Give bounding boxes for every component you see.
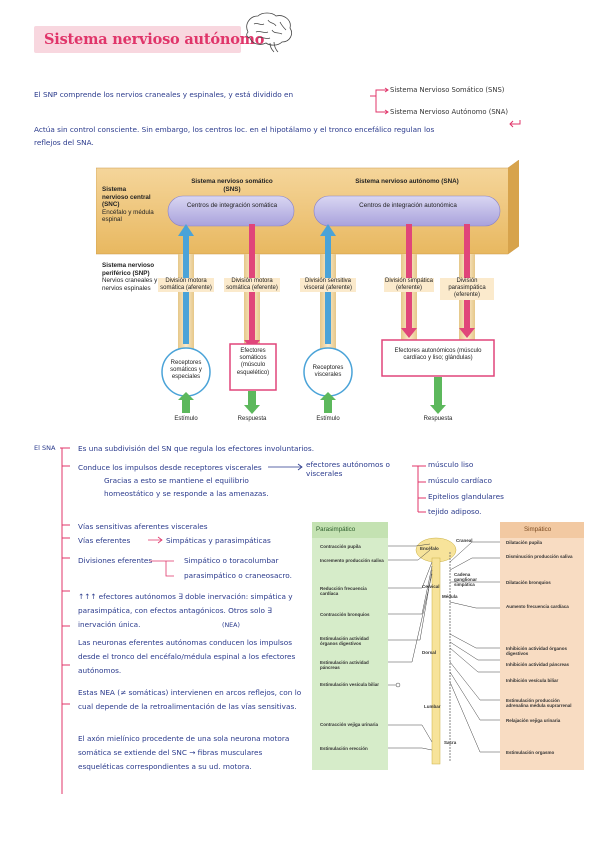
region-4: Lumbar (424, 704, 441, 709)
note-2c: Gracias a esto se mantiene el equilibrio (104, 476, 249, 485)
sim-item-3: Aumento frecuencia cardíaca (506, 604, 569, 609)
brain-icon (246, 12, 292, 53)
effector-1: músculo cardíaco (428, 476, 492, 485)
note-3: Vías sensitivas aferentes viscerales (78, 522, 208, 531)
sim-item-9: Estimulación orgasmo (506, 750, 555, 755)
para-item-6: Estimulación vesícula biliar (320, 682, 380, 687)
note-2d: homeostático y se responde a las amenaza… (104, 489, 269, 498)
ans-diagram: Parasimpático Simpático Encéfalo Cadena … (312, 522, 584, 770)
effector-0: músculo liso (428, 460, 474, 469)
intro-line-1: El SNP comprende los nervios craneales y… (34, 90, 294, 99)
branch-bracket (370, 87, 389, 115)
para-item-3: Contracción bronquios (320, 612, 370, 617)
branch-sna: Sistema Nervioso Autónomo (SNA) (390, 108, 509, 116)
box-rec-visc: Receptores viscerales (312, 365, 344, 379)
box-rec-som: Receptores somáticos y especiales (170, 360, 202, 381)
sim-item-7: Estimulación producción adrenalina médul… (506, 698, 572, 709)
sim-item-0: Dilatación pupila (506, 540, 543, 545)
sim-title: Simpático (524, 526, 552, 533)
bottom-label-1: Respuesta (237, 416, 267, 422)
sim-item-5: Inhibición actividad páncreas (506, 662, 570, 667)
note-2b: efectores autónomos o viscerales (306, 460, 391, 479)
bottom-label-3: Respuesta (423, 416, 453, 422)
branch-sns: Sistema Nervioso Somático (SNS) (390, 86, 505, 94)
arrow-right-icon (148, 536, 163, 544)
note-2a: Conduce los impulsos desde receptores vi… (78, 463, 262, 472)
note-6: ↑↑↑ efectores autónomos ∃ doble inervaci… (78, 592, 293, 629)
bottom-label-2: Estímulo (316, 416, 340, 422)
note-1: Es una subdivisión del SN que regula los… (78, 444, 315, 453)
para-item-8: Estimulación erección (320, 746, 368, 751)
tube-label-4: División parasimpática (eferente) (440, 278, 494, 300)
para-item-4: Estimulación actividad órganos digestivo… (320, 636, 369, 647)
sim-item-4: Inhibición actividad órganos digestivos (506, 646, 568, 657)
region-3: Dorsal (422, 650, 437, 655)
region-2: Médula (442, 594, 458, 599)
note-4b: Simpáticas y parasimpáticas (166, 536, 271, 545)
sna-center: Centros de integración autonómica (359, 202, 457, 209)
tube-label-2: División sensitiva visceral (aferente) (300, 278, 356, 293)
para-item-1: Incremento producción saliva (320, 558, 384, 563)
nervous-system-diagram: Sistema nervioso central (SNC)Encéfalo y… (96, 160, 519, 428)
notes-bracket (60, 447, 70, 794)
effectors-bracket (412, 465, 426, 513)
sim-item-2: Dilatación bronquios (506, 580, 551, 585)
snc-label: Sistema nervioso central (SNC)Encéfalo y… (102, 186, 154, 224)
para-item-0: Contracción pupila (320, 544, 361, 549)
bottom-label-0: Estímulo (174, 416, 198, 422)
note-5a: Divisiones eferentes (78, 556, 153, 565)
tube-label-0: División motora somática (aferente) (158, 278, 214, 293)
encefalo-label: Encéfalo (420, 546, 439, 551)
region-0: Craneal (456, 538, 473, 543)
title-highlight (34, 26, 241, 53)
sna-title: Sistema nervioso autónomo (SNA) (355, 178, 459, 185)
effector-2: Epitelios glandulares (428, 492, 504, 501)
page-title: Sistema nervioso autónomo (44, 31, 265, 48)
region-5: Sacra (444, 740, 457, 745)
note-9: El axón mielínico procedente de una sola… (78, 734, 290, 771)
tube-label-3: División simpática (eferente) (384, 278, 434, 293)
note-7: Las neuronas eferentes autónomas conduce… (78, 638, 296, 675)
intro-line-2: Actúa sin control consciente. Sin embarg… (34, 125, 435, 134)
note-8: Estas NEA (≠ somáticas) intervienen en a… (78, 688, 302, 711)
sna-label: El SNA (34, 444, 56, 452)
intro-line-3: reflejos del SNA. (34, 138, 94, 147)
arrow-right-icon (268, 463, 303, 471)
note-5b: Simpático o toracolumbar (184, 556, 279, 565)
para-item-5: Estimulación actividad páncreas (320, 660, 369, 671)
note-4a: Vías eferentes (78, 536, 131, 545)
box-ef-aut: Efectores autonómicos (músculo cardíaco … (394, 348, 482, 362)
divisions-bracket (150, 560, 174, 577)
sim-item-8: Relajación vejiga urinaria (506, 718, 561, 723)
sim-item-1: Disminución producción saliva (506, 554, 573, 559)
note-5c: parasimpático o craneosacro. (184, 571, 292, 580)
sns-center: Centros de integración somática (186, 202, 278, 209)
para-item-2: Reducción frecuencia cardíaca (320, 586, 367, 597)
snp-label: Sistema nervioso periférico (SNP)Nervios… (102, 262, 158, 292)
nea-label: (NEA) (222, 622, 240, 629)
para-title: Parasimpático (316, 526, 356, 533)
sim-item-6: Inhibición vesícula biliar (506, 678, 559, 683)
box-ef-som: Efectores somáticos (músculo esquelético… (236, 348, 270, 376)
sns-title: Sistema nervioso somático (SNS) (191, 178, 273, 193)
cadena-label: Cadena ganglionar simpática (454, 572, 478, 588)
region-1: Cervical (422, 584, 440, 589)
tube-label-1: División motora somática (eferente) (224, 278, 280, 293)
effector-3: tejido adiposo. (428, 507, 482, 516)
para-item-7: Contracción vejiga urinaria (320, 722, 379, 727)
arrow-left-icon (509, 120, 521, 128)
